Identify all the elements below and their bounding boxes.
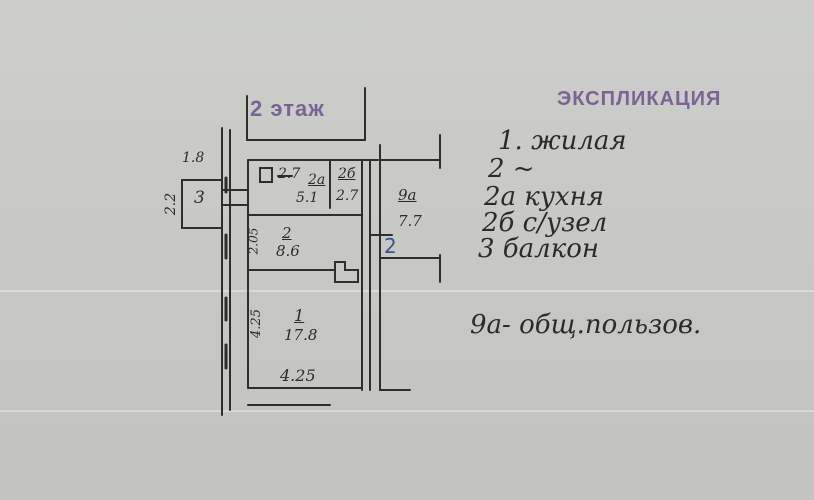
kitchen-width: 2.7: [278, 166, 301, 182]
chimney: [334, 261, 359, 283]
room1-number: 1: [294, 306, 305, 325]
room1-area: 17.8: [284, 326, 318, 344]
room2-height: 2.05: [246, 227, 261, 255]
paper-fold: [0, 290, 814, 292]
stove: [259, 167, 273, 183]
kitchen-area: 5.1: [296, 190, 319, 206]
explication-header: ЭКСПЛИКАЦИЯ: [557, 88, 722, 110]
balcony-width: 1.8: [182, 150, 205, 166]
common-use-note: 9а- общ.пользов.: [470, 310, 702, 340]
balcony-outline: [181, 179, 223, 229]
floor-label-bracket: [246, 87, 366, 141]
bath-number: 2б: [338, 166, 356, 182]
legend-item: 3 балкон: [478, 234, 600, 264]
paper-fold: [0, 410, 814, 412]
blue-ink-mark: 2: [384, 234, 397, 258]
kitchen-number: 2а: [308, 172, 326, 188]
room1-width: 4.25: [280, 366, 316, 385]
legend-item: 2б с/узел: [482, 208, 608, 238]
room2-number: 2: [282, 224, 292, 242]
balcony-number: 3: [194, 188, 205, 208]
legend-item: 2 ~: [488, 154, 535, 184]
floor-label: 2 этаж: [250, 96, 325, 121]
common-area-left: [379, 144, 411, 391]
common-area-number: 9а: [398, 186, 417, 204]
room2-area: 8.6: [276, 242, 300, 260]
common-area-walls: [379, 159, 441, 259]
room1-height: 4.25: [248, 309, 264, 338]
bath-area: 2.7: [336, 188, 359, 204]
legend-item: 2а кухня: [484, 182, 604, 212]
common-area-value: 7.7: [398, 212, 422, 230]
legend-item: 1. жилая: [498, 126, 627, 156]
balcony-height: 2.2: [163, 192, 180, 216]
